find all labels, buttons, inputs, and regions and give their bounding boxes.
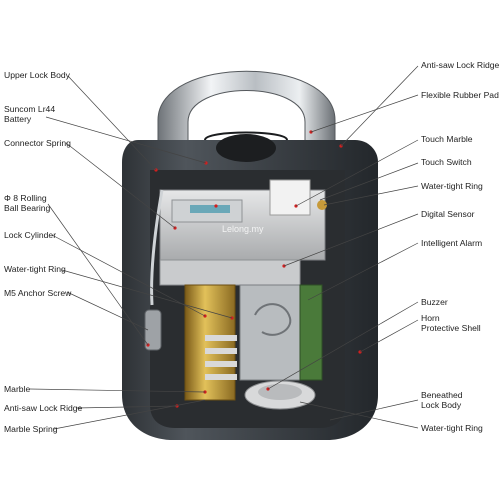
label-water-tight-ring-bottom: Water-tight Ring	[421, 423, 483, 433]
label-buzzer: Buzzer	[421, 297, 448, 307]
leader-lines-right	[267, 65, 419, 429]
label-battery: Suncom Lr44 Battery	[4, 104, 56, 124]
label-water-tight-ring-left: Water-tight Ring	[4, 264, 66, 274]
label-touch-marble: Touch Marble	[421, 134, 473, 144]
label-marble: Marble	[4, 384, 31, 394]
base-plate	[159, 259, 301, 286]
label-digital-sensor: Digital Sensor	[421, 209, 475, 219]
label-anchor-screw: M5 Anchor Screw	[4, 288, 72, 298]
label-marble-spring: Marble Spring	[4, 424, 58, 434]
circuit-board	[239, 284, 303, 381]
label-connector-spring: Connector Spring	[4, 138, 71, 148]
label-ball-bearing: Φ 8 Rolling Ball Bearing	[4, 193, 51, 213]
label-anti-saw-lock-ridge-left: Anti-saw Lock Ridge	[4, 403, 83, 413]
label-flexible-rubber-pad: Flexible Rubber Pad	[421, 90, 499, 100]
label-anti-saw-lock-ridge-right: Anti-saw Lock Ridge	[421, 60, 500, 70]
anchor-screw-part	[144, 309, 162, 351]
label-beneathed-lock-body: Beneathed Lock Body	[421, 390, 463, 410]
label-horn-protective-shell: Horn Protective Shell	[421, 313, 481, 333]
label-water-tight-ring-right: Water-tight Ring	[421, 181, 483, 191]
leader-lines-left	[29, 75, 233, 430]
label-lock-cylinder: Lock Cylinder	[4, 230, 57, 240]
label-intelligent-alarm: Intelligent Alarm	[421, 238, 483, 248]
watermark: Lelong.my	[222, 224, 264, 234]
label-touch-switch: Touch Switch	[421, 157, 472, 167]
lock-cylinder-part	[184, 284, 236, 401]
label-upper-lock-body: Upper Lock Body	[4, 70, 70, 80]
